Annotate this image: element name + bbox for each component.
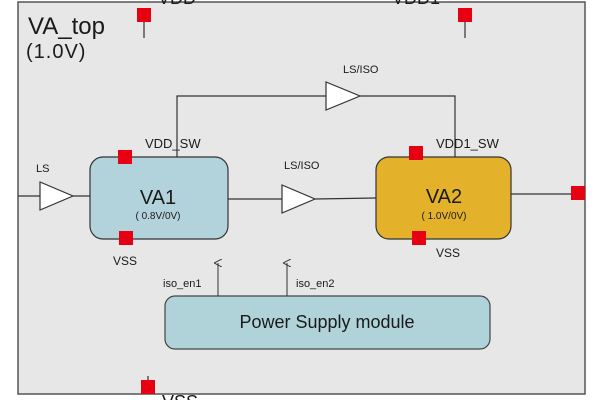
va2-voltage: ( 1.0V/0V) xyxy=(421,211,466,222)
vdd-pin xyxy=(137,8,151,22)
lsiso-mid-buffer xyxy=(281,184,317,214)
va-top-title: VA_top xyxy=(28,13,105,40)
va1-title: VA1 xyxy=(140,187,176,209)
iso-en2-label: iso_en2 xyxy=(296,278,335,290)
va1-block xyxy=(89,156,229,240)
va1-voltage: ( 0.8V/0V) xyxy=(135,211,180,222)
output-pin xyxy=(571,186,585,200)
va-top-voltage: (1.0V) xyxy=(26,41,86,63)
vdd-pin-label: VDD xyxy=(158,0,196,8)
power-supply-module-label: Power Supply module xyxy=(239,312,414,332)
ls-buffer xyxy=(39,181,75,211)
vdd1-pin-label: VDD1 xyxy=(392,0,440,8)
vss-pin-label: VSS xyxy=(162,392,198,400)
va2-supply-pin xyxy=(409,146,423,160)
vdd1-pin xyxy=(458,8,472,22)
vss-pin xyxy=(141,380,155,394)
va1-supply-pin xyxy=(118,150,132,164)
lsiso-mid-label: LS/ISO xyxy=(284,160,320,172)
lsiso-top-buffer xyxy=(325,81,362,111)
lsiso-top-label: LS/ISO xyxy=(343,64,379,76)
va1-supply-label: VDD_SW xyxy=(145,136,201,151)
iso-en1-label: iso_en1 xyxy=(163,278,202,290)
va1-ground-pin xyxy=(119,231,133,245)
va2-ground-label: VSS xyxy=(436,246,460,260)
va2-ground-pin xyxy=(412,231,426,245)
va2-title: VA2 xyxy=(426,186,462,208)
va2-supply-label: VDD1_SW xyxy=(436,136,500,151)
power-supply-module xyxy=(164,295,491,350)
ls-label: LS xyxy=(36,163,49,175)
va1-ground-label: VSS xyxy=(113,254,137,268)
va2-block xyxy=(375,156,512,240)
